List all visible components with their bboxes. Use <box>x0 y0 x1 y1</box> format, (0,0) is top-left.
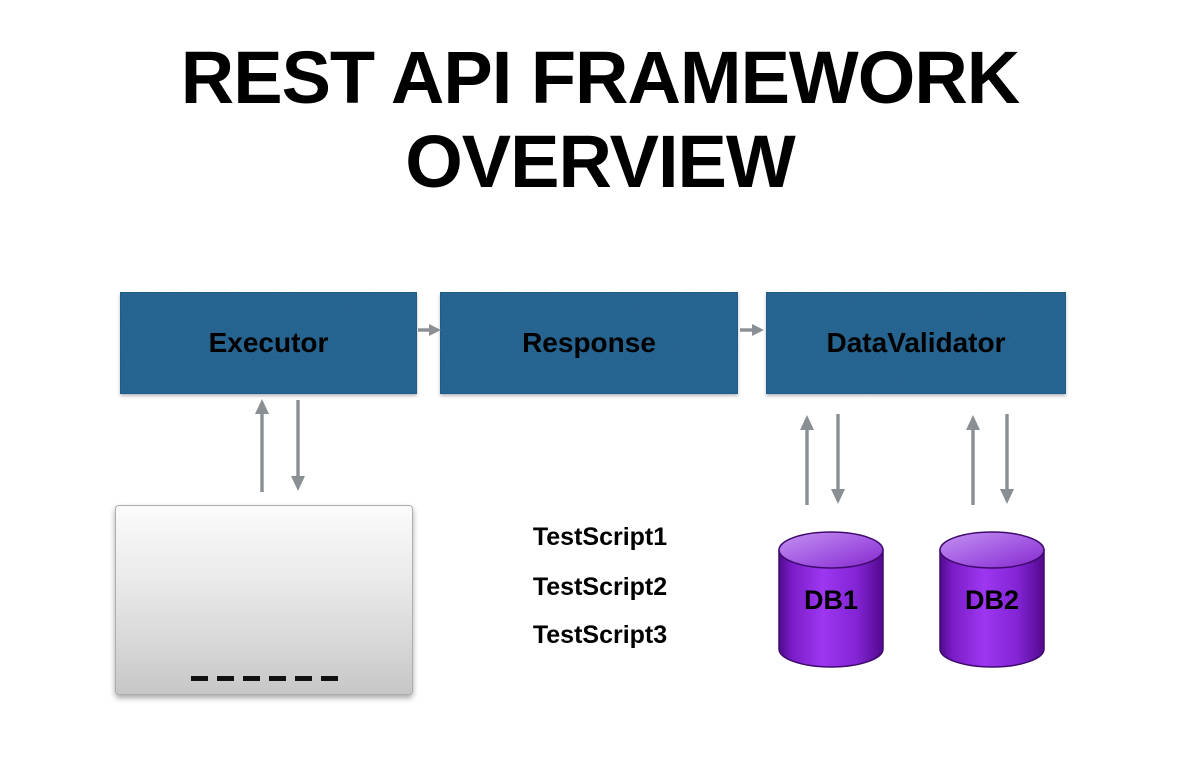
test-scripts-box <box>115 505 413 695</box>
response-to-datavalidator-arrowhead-icon <box>752 324 764 336</box>
testscripts-up-arrowhead-icon <box>255 399 269 414</box>
noise-texture <box>767 293 1065 393</box>
test-script-item: TestScript2 <box>532 573 668 601</box>
dashed-ellipsis-line <box>191 676 343 681</box>
db1-cylinder-icon <box>778 531 884 668</box>
test-script-item: TestScript1 <box>532 523 668 551</box>
node-response-label: Response <box>522 327 656 358</box>
db1-label: DB1 <box>803 585 858 615</box>
db2-down-arrowhead-icon <box>1000 489 1014 504</box>
db1-up-arrowhead-icon <box>800 415 814 430</box>
node-executor-label: Executor <box>208 327 329 358</box>
node-executor: Executor <box>120 292 417 394</box>
page-title-line2: OVERVIEW <box>405 120 796 203</box>
node-response: Response <box>440 292 738 394</box>
test-script-item: TestScript3 <box>532 621 668 649</box>
node-datavalidator: DataValidator <box>766 292 1066 394</box>
noise-texture <box>121 293 416 393</box>
noise-texture <box>441 293 737 393</box>
node-datavalidator-label: DataValidator <box>826 327 1006 358</box>
page-title: REST API FRAMEWORK OVERVIEW <box>0 36 1200 204</box>
db2-label: DB2 <box>964 585 1019 615</box>
db1-down-arrowhead-icon <box>831 489 845 504</box>
database-cylinders <box>778 531 1045 668</box>
db2-cylinder-icon <box>939 531 1045 668</box>
executor-down-arrowhead-icon <box>291 476 305 491</box>
page-title-line1: REST API FRAMEWORK <box>180 36 1020 119</box>
db2-up-arrowhead-icon <box>966 415 980 430</box>
